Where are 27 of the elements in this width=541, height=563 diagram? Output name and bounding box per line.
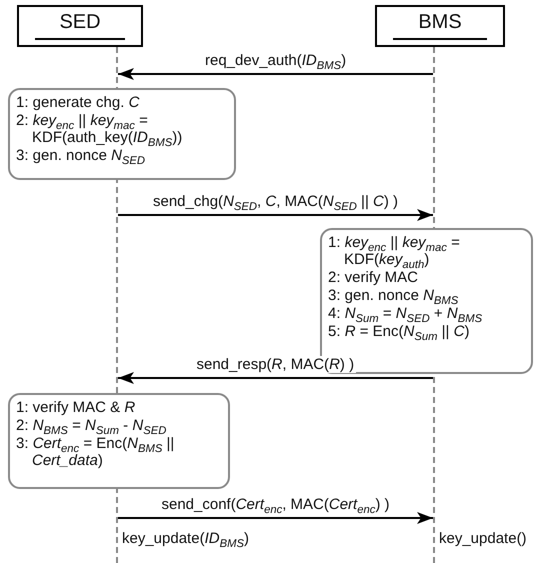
participant-name: SED bbox=[59, 11, 101, 34]
note-box bbox=[8, 393, 230, 489]
step-text: 4: N$_{Sum}$ = N$_{SED}$ + N$_{BMS}$ bbox=[328, 305, 484, 322]
call-label: key_update(ID$_{BMS}$) bbox=[120, 530, 251, 547]
message-label: req_dev_auth(ID$_{BMS}$) bbox=[203, 52, 348, 69]
message-label: send_resp(R, MAC(R) ) bbox=[194, 356, 356, 373]
step-text: 2: verify MAC bbox=[328, 269, 420, 286]
step-text: 5: R = Enc(N$_{Sum}$ || C) bbox=[328, 323, 470, 340]
message-arrow bbox=[118, 68, 433, 80]
participant-box bbox=[375, 5, 505, 47]
note-box bbox=[8, 88, 236, 180]
step-text: 1: key$_{enc}$ || key$_{mac}$ = KDF(key$_{auth}$) bbox=[328, 234, 461, 268]
step-text: 3: gen. nonce N$_{BMS}$ bbox=[328, 287, 460, 304]
participant-box bbox=[17, 5, 143, 47]
step-text: 1: verify MAC & R bbox=[16, 399, 136, 416]
participant-name: BMS bbox=[418, 11, 462, 34]
step-text: 2: key$_{enc}$ || key$_{mac}$ = KDF(auth_key(ID$_{BMS}$)) bbox=[16, 112, 184, 146]
step-text: 1: generate chg. C bbox=[16, 94, 140, 111]
step-text: 3: gen. nonce N$_{SED}$ bbox=[16, 147, 146, 164]
message-arrow bbox=[118, 512, 433, 524]
step-text: 3: Cert$_{enc}$ = Enc(N$_{BMS}$ || Cert_data) bbox=[16, 435, 176, 469]
step-text: 2: N$_{BMS}$ = N$_{Sum}$ - N$_{SED}$ bbox=[16, 417, 168, 434]
message-arrow bbox=[118, 209, 433, 221]
message-label: send_chg(N$_{SED}$, C, MAC(N$_{SED}$ || C) ) bbox=[151, 193, 400, 210]
message-arrow bbox=[118, 372, 433, 384]
call-label: key_update() bbox=[437, 530, 529, 547]
message-label: send_conf(Cert$_{enc}$, MAC(Cert$_{enc}$) ) bbox=[160, 496, 392, 513]
